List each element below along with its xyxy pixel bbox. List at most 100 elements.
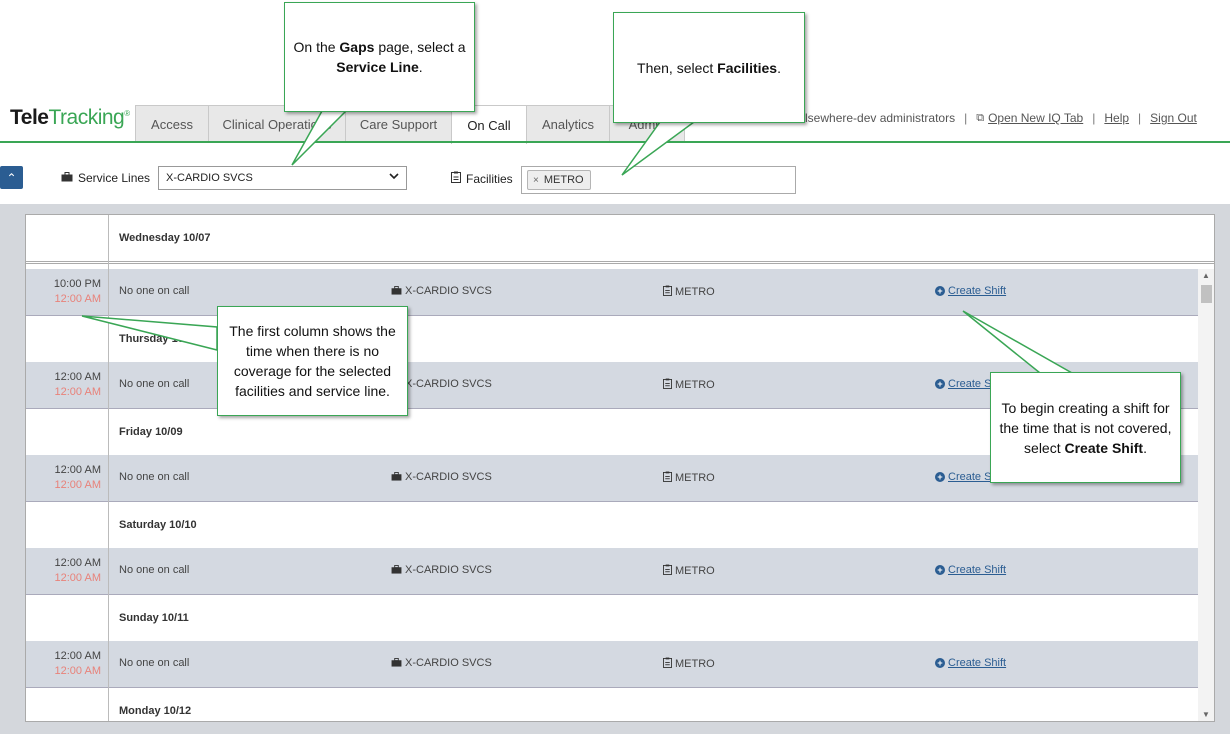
- user-links: telsewhere-dev administrators | ⧉ Open N…: [795, 111, 1197, 125]
- logo-text-tracking: Tracking: [48, 106, 125, 129]
- callout-text: Then, select Facilities.: [637, 59, 781, 76]
- callout-create-shift: To begin creating a shift for the time t…: [990, 372, 1181, 483]
- scroll-thumb[interactable]: [1201, 285, 1212, 303]
- coverage-status: No one on call: [119, 471, 190, 483]
- gap-start-time: 12:00 AM: [54, 464, 101, 476]
- facility-text: METRO: [675, 472, 715, 484]
- facility-cell: METRO: [663, 564, 715, 577]
- briefcase-icon: [391, 564, 405, 576]
- gap-start-time: 10:00 PM: [53, 278, 101, 290]
- user-name: telsewhere-dev administrators: [795, 111, 956, 125]
- service-line-cell: X-CARDIO SVCS: [391, 471, 492, 483]
- plus-circle-icon: +: [935, 379, 945, 389]
- facility-cell: METRO: [663, 378, 715, 391]
- header-divider: [0, 141, 1230, 143]
- service-line-cell: X-CARDIO SVCS: [391, 564, 492, 576]
- logo-trademark: ®: [124, 109, 130, 118]
- service-line-select[interactable]: X-CARDIO SVCS: [158, 166, 407, 190]
- scroll-down-icon[interactable]: ▼: [1202, 710, 1210, 719]
- grid-header-row: Wednesday 10/07: [26, 215, 1214, 264]
- service-line-text: X-CARDIO SVCS: [405, 285, 492, 297]
- callout-select-service-line: On the Gaps page, select a Service Line.: [284, 2, 475, 112]
- service-lines-label: Service Lines: [61, 171, 150, 185]
- sign-out-link[interactable]: Sign Out: [1150, 111, 1197, 125]
- gap-start-time: 12:00 AM: [54, 371, 101, 383]
- chevron-up-icon: ⌃: [6, 170, 17, 185]
- coverage-status: No one on call: [119, 378, 190, 390]
- facility-chip-label: METRO: [543, 174, 584, 186]
- logo-text-tele: Tele: [10, 106, 49, 129]
- service-line-text: X-CARDIO SVCS: [405, 564, 492, 576]
- grid-scrollbar[interactable]: ▲ ▼: [1198, 269, 1214, 721]
- plus-circle-icon: +: [935, 658, 945, 668]
- open-new-iq-tab-link[interactable]: Open New IQ Tab: [988, 111, 1084, 125]
- gap-end-time: 12:00 AM: [54, 293, 101, 305]
- create-shift-link[interactable]: +Create Shift: [935, 657, 1006, 669]
- day-label: Sunday 10/11: [119, 611, 189, 624]
- clipboard-icon: [663, 378, 675, 391]
- clipboard-icon: [663, 564, 675, 577]
- clipboard-icon: [451, 171, 461, 186]
- gap-end-time: 12:00 AM: [54, 665, 101, 677]
- create-shift-label: Create Shift: [948, 285, 1007, 297]
- day-label: Saturday 10/10: [119, 518, 197, 531]
- facility-cell: METRO: [663, 285, 715, 298]
- separator: |: [1138, 111, 1142, 125]
- day-row: Sunday 10/11: [26, 594, 1198, 642]
- scroll-up-icon[interactable]: ▲: [1202, 271, 1210, 280]
- gap-end-time: 12:00 AM: [54, 572, 101, 584]
- callout-first-column: The first column shows the time when the…: [217, 306, 408, 416]
- callout-text: To begin creating a shift for the time t…: [999, 399, 1172, 456]
- time-column-divider: [108, 215, 109, 721]
- create-shift-label: Create Shift: [948, 657, 1007, 669]
- facility-text: METRO: [675, 286, 715, 298]
- day-row: Monday 10/12: [26, 687, 1198, 721]
- plus-circle-icon: +: [935, 472, 945, 482]
- separator: |: [964, 111, 968, 125]
- tab-on-call[interactable]: On Call: [451, 105, 527, 144]
- facilities-label: Facilities: [451, 171, 513, 186]
- facility-cell: METRO: [663, 657, 715, 670]
- gap-start-time: 12:00 AM: [54, 650, 101, 662]
- day-header: Wednesday 10/07: [119, 232, 211, 244]
- briefcase-icon: [61, 171, 73, 185]
- external-link-icon: ⧉: [976, 111, 985, 124]
- coverage-status: No one on call: [119, 285, 190, 297]
- facility-chip-metro: × METRO: [527, 170, 591, 190]
- clipboard-icon: [663, 471, 675, 484]
- help-link[interactable]: Help: [1104, 111, 1130, 125]
- facility-text: METRO: [675, 379, 715, 391]
- coverage-status: No one on call: [119, 657, 190, 669]
- gap-start-time: 12:00 AM: [54, 557, 101, 569]
- plus-circle-icon: +: [935, 286, 945, 296]
- service-line-text: X-CARDIO SVCS: [405, 471, 492, 483]
- day-label: Thursday 10/08: [119, 332, 200, 345]
- briefcase-icon: [391, 285, 405, 297]
- collapse-filters-button[interactable]: ⌃: [0, 166, 23, 189]
- gap-end-time: 12:00 AM: [54, 479, 101, 491]
- tab-access[interactable]: Access: [135, 105, 209, 142]
- gap-end-time: 12:00 AM: [54, 386, 101, 398]
- tab-analytics[interactable]: Analytics: [526, 105, 610, 142]
- day-row: Saturday 10/10: [26, 501, 1198, 549]
- briefcase-icon: [391, 657, 405, 669]
- clipboard-icon: [663, 285, 675, 298]
- separator: |: [1092, 111, 1096, 125]
- facility-cell: METRO: [663, 471, 715, 484]
- service-line-cell: X-CARDIO SVCS: [391, 657, 492, 669]
- teletracking-logo[interactable]: TeleTracking®: [10, 106, 130, 130]
- create-shift-link[interactable]: +Create Shift: [935, 285, 1006, 297]
- remove-chip-icon[interactable]: ×: [533, 174, 539, 186]
- facilities-multiselect[interactable]: × METRO: [521, 166, 796, 194]
- gap-row: 10:00 PM 12:00 AM No one on call X-CARDIO S…: [26, 269, 1198, 316]
- callout-text: The first column shows the time when the…: [229, 323, 396, 399]
- day-label: Friday 10/09: [119, 425, 183, 438]
- create-shift-label: Create Shift: [948, 564, 1007, 576]
- service-lines-label-text: Service Lines: [78, 171, 151, 185]
- gap-row: 12:00 AM 12:00 AM No one on call X-CARDIO S…: [26, 641, 1198, 688]
- clipboard-icon: [663, 657, 675, 670]
- briefcase-icon: [391, 471, 405, 483]
- create-shift-link[interactable]: +Create Shift: [935, 564, 1006, 576]
- callout-select-facilities: Then, select Facilities.: [613, 12, 805, 123]
